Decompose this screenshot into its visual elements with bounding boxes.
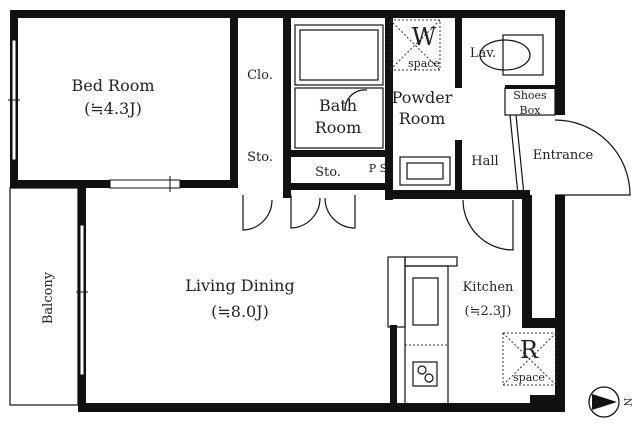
kitchen-size: (≒2.3J): [465, 304, 512, 319]
kitchen-sink: [412, 277, 439, 326]
hall-label: Hall: [471, 154, 498, 169]
washer-space: [389, 19, 441, 71]
bedroom-label: Bed Room: [71, 76, 154, 95]
washer-letter: W: [412, 23, 437, 51]
shoes-box-label-2: Box: [520, 104, 542, 117]
shoes-box-label-1: Shoes: [513, 89, 547, 102]
bedroom-size: (≒4.3J): [84, 99, 142, 118]
doors: [242, 89, 631, 251]
walls: [10, 10, 565, 412]
fixtures: [294, 19, 557, 406]
pipe-space-label: P S: [369, 162, 387, 175]
sink: [399, 156, 451, 186]
storage-label: Sto.: [247, 150, 273, 165]
lav-label: Lav.: [470, 46, 496, 61]
living-size: (≒8.0J): [211, 302, 269, 321]
closet-label: Clo.: [247, 68, 273, 83]
compass-icon: N: [588, 386, 632, 418]
washer-sub: space: [408, 57, 440, 70]
shoes-box: [504, 87, 556, 116]
kitchen-counter: [387, 256, 406, 328]
windows: [8, 39, 181, 406]
fridge-letter: R: [520, 336, 539, 364]
powder-label-2: Room: [399, 109, 445, 128]
bathtub: [294, 24, 384, 86]
toilet: [502, 34, 544, 76]
living-label: Living Dining: [185, 276, 294, 295]
balcony-label: Balcony: [41, 271, 56, 324]
powder-label-1: Powder: [392, 88, 453, 107]
north-label: N: [621, 398, 632, 407]
kitchen-label: Kitchen: [463, 280, 514, 295]
bath-label-1: Bath: [319, 96, 357, 115]
stove: [412, 361, 438, 387]
storage-middle-label: Sto.: [315, 165, 341, 180]
entrance-label: Entrance: [533, 148, 594, 163]
fridge-space: [502, 332, 557, 386]
bath-label-2: Room: [315, 118, 361, 137]
fridge-sub: space: [513, 371, 545, 384]
